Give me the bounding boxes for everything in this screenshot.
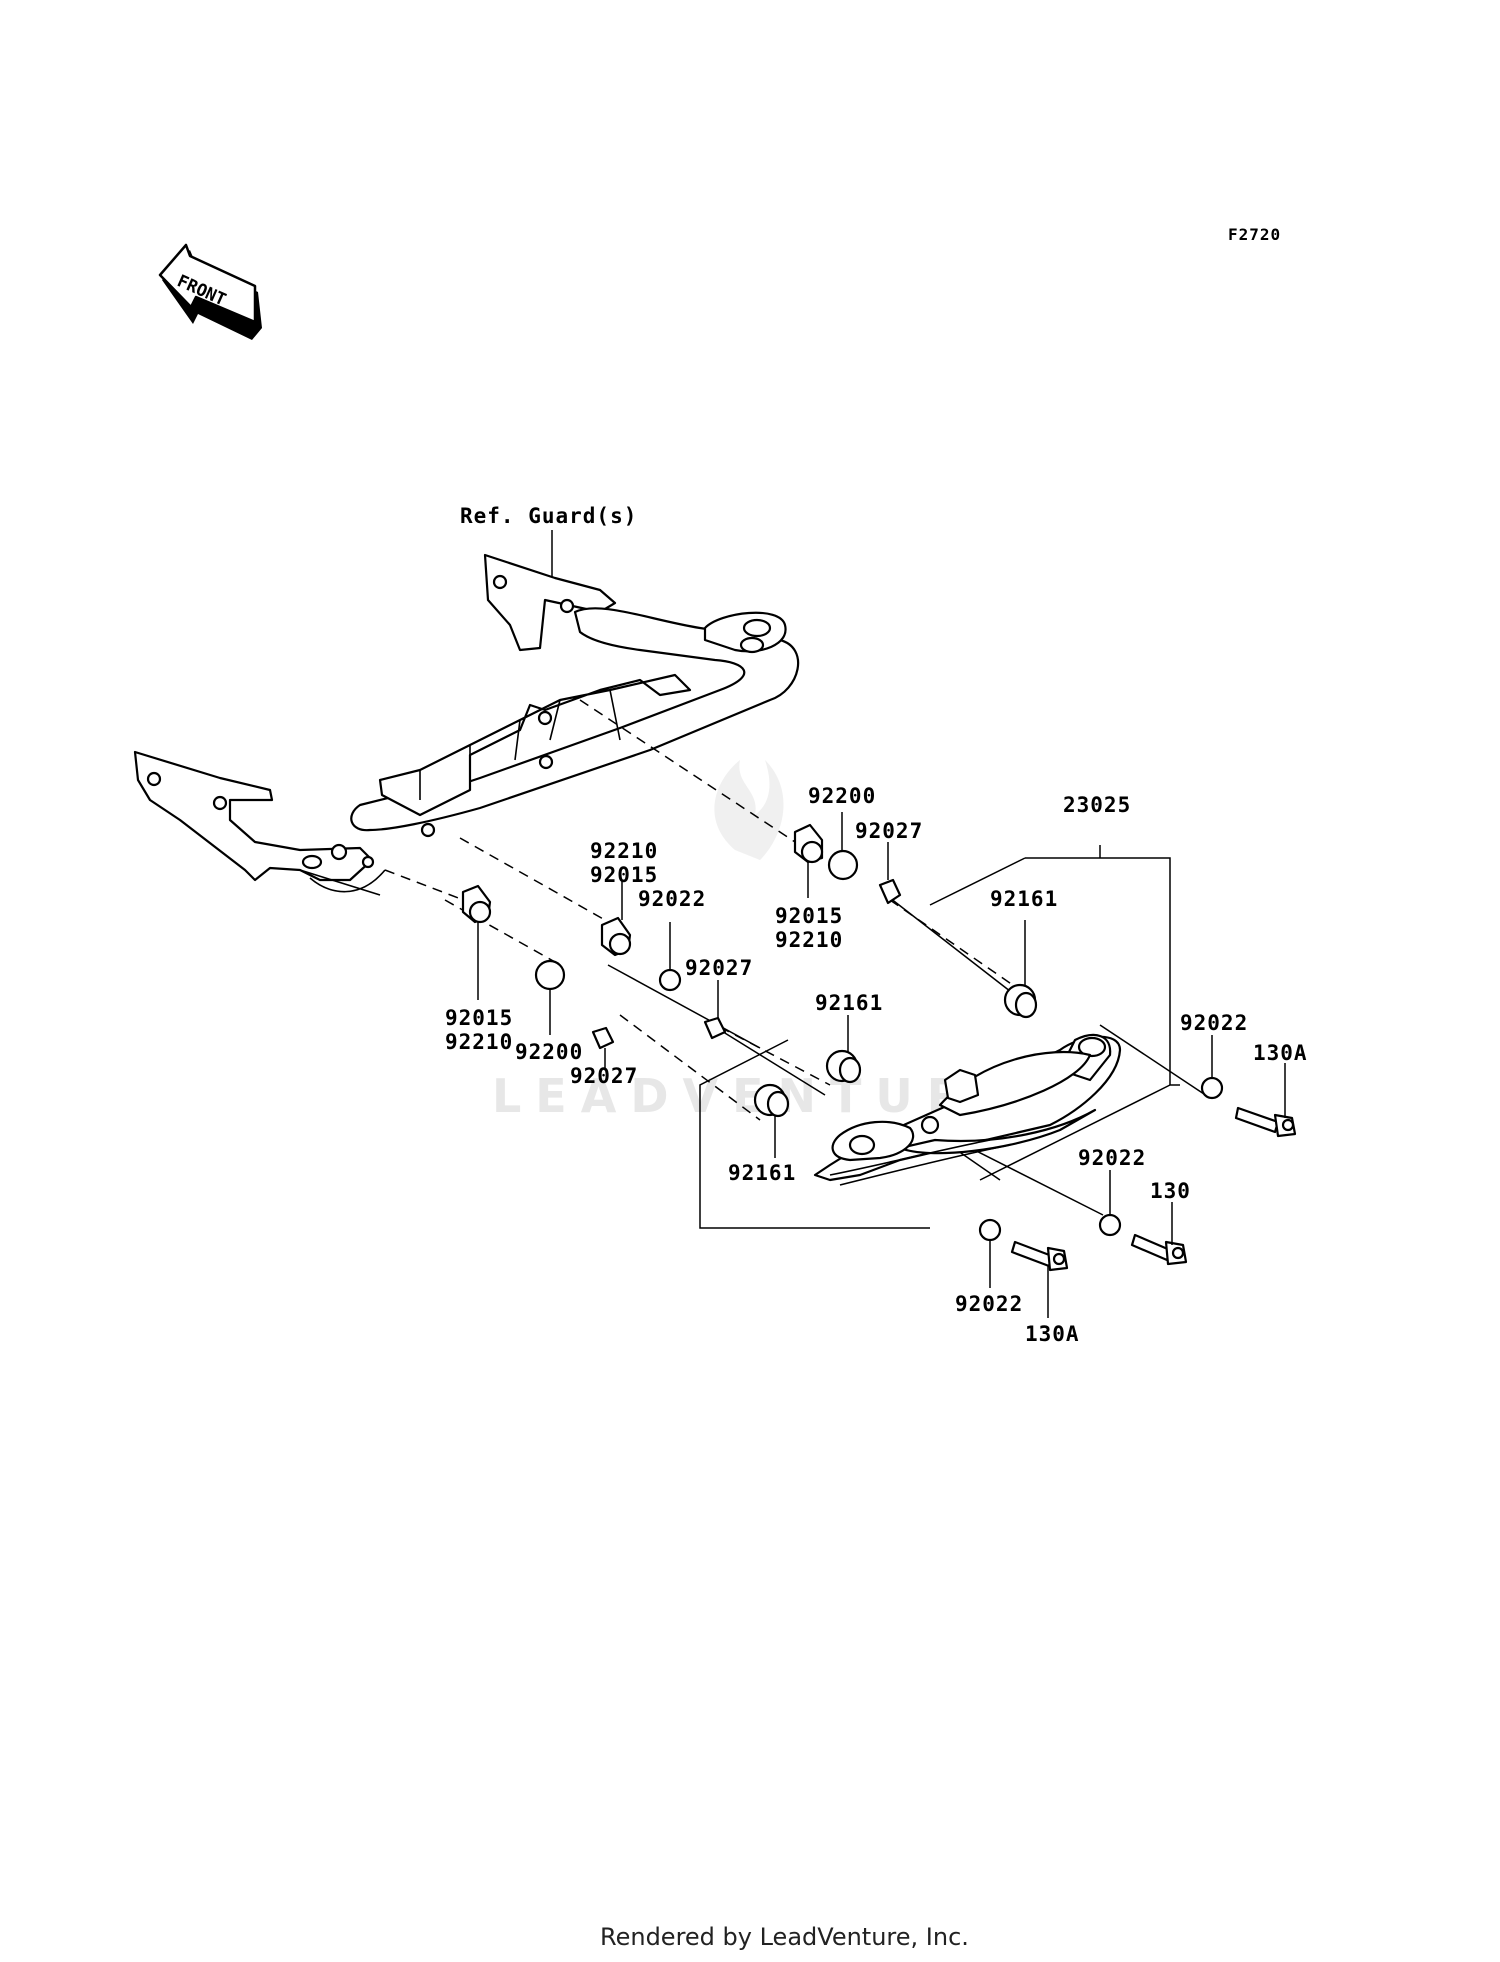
grommet-92161-top — [1003, 983, 1038, 1019]
bolt-130A-a — [1234, 1106, 1297, 1138]
bushing-92015-mid — [600, 916, 632, 957]
collar-92027-top — [878, 878, 902, 905]
guard-frame — [133, 553, 800, 896]
label-92210-b[interactable]: 92210 — [775, 928, 843, 952]
connect-line-2 — [607, 964, 761, 1049]
label-130A-b[interactable]: 130A — [1025, 1322, 1080, 1346]
label-92161-c[interactable]: 92161 — [728, 1161, 796, 1185]
washer-92200-low — [534, 959, 566, 991]
assembly-bracket-diag-2 — [979, 1084, 1180, 1181]
align-line-4 — [444, 899, 556, 963]
label-92161-b[interactable]: 92161 — [815, 991, 883, 1015]
washer-92200-top — [827, 849, 859, 881]
label-23025[interactable]: 23025 — [1063, 793, 1131, 817]
label-92022-a[interactable]: 92022 — [638, 887, 706, 911]
bushing-92015-top — [793, 823, 824, 864]
ref-guard-label: Ref. Guard(s) — [460, 504, 637, 528]
label-92022-b[interactable]: 92022 — [1180, 1011, 1248, 1035]
collar-92027-mid — [703, 1016, 727, 1040]
assembly-bracket-upper — [1025, 857, 1171, 1085]
watermark-logo — [714, 760, 784, 860]
label-92027-mid[interactable]: 92027 — [685, 956, 753, 980]
bolt-130A-b — [1010, 1240, 1069, 1272]
reflector-assembly — [813, 1033, 1122, 1186]
washer-92022-a — [658, 968, 682, 992]
front-arrow-icon: FRONT — [158, 243, 262, 340]
washer-92022-c — [1098, 1213, 1122, 1237]
align-line-2 — [459, 837, 606, 921]
footer-credit: Rendered by LeadVenture, Inc. — [600, 1923, 969, 1951]
collar-92027-low — [591, 1026, 615, 1050]
assembly-bracket-diag-1 — [929, 857, 1026, 906]
label-92027-low[interactable]: 92027 — [570, 1064, 638, 1088]
label-92210-c[interactable]: 92210 — [445, 1030, 513, 1054]
watermark-text: LEADVENTURE — [492, 1069, 1022, 1123]
label-130[interactable]: 130 — [1150, 1179, 1191, 1203]
connect-line-3 — [719, 1029, 826, 1096]
label-92200-low[interactable]: 92200 — [515, 1040, 583, 1064]
grommet-92161-low — [753, 1083, 790, 1118]
align-line-1 — [579, 699, 796, 843]
bushing-92015-low — [461, 884, 492, 924]
label-92027-top[interactable]: 92027 — [855, 819, 923, 843]
washer-92022-d — [978, 1218, 1002, 1242]
bolt-130 — [1130, 1233, 1188, 1266]
label-92022-d[interactable]: 92022 — [955, 1292, 1023, 1316]
connect-line-1 — [889, 897, 1016, 996]
connect-line-4 — [1099, 1024, 1211, 1099]
diagram-code: F2720 — [1228, 225, 1281, 244]
label-92015-a[interactable]: 92015 — [590, 863, 658, 887]
label-92015-c[interactable]: 92015 — [445, 1006, 513, 1030]
label-92210-a[interactable]: 92210 — [590, 839, 658, 863]
washer-92022-b — [1200, 1076, 1224, 1100]
label-130A-a[interactable]: 130A — [1253, 1041, 1308, 1065]
label-92200-top[interactable]: 92200 — [808, 784, 876, 808]
align-line-7 — [619, 1014, 761, 1121]
label-92022-c[interactable]: 92022 — [1078, 1146, 1146, 1170]
label-92161-a[interactable]: 92161 — [990, 887, 1058, 911]
grommet-92161-mid — [825, 1049, 862, 1084]
assembly-bracket-lower — [699, 1039, 930, 1229]
label-92015-b[interactable]: 92015 — [775, 904, 843, 928]
align-line-3 — [384, 869, 496, 913]
